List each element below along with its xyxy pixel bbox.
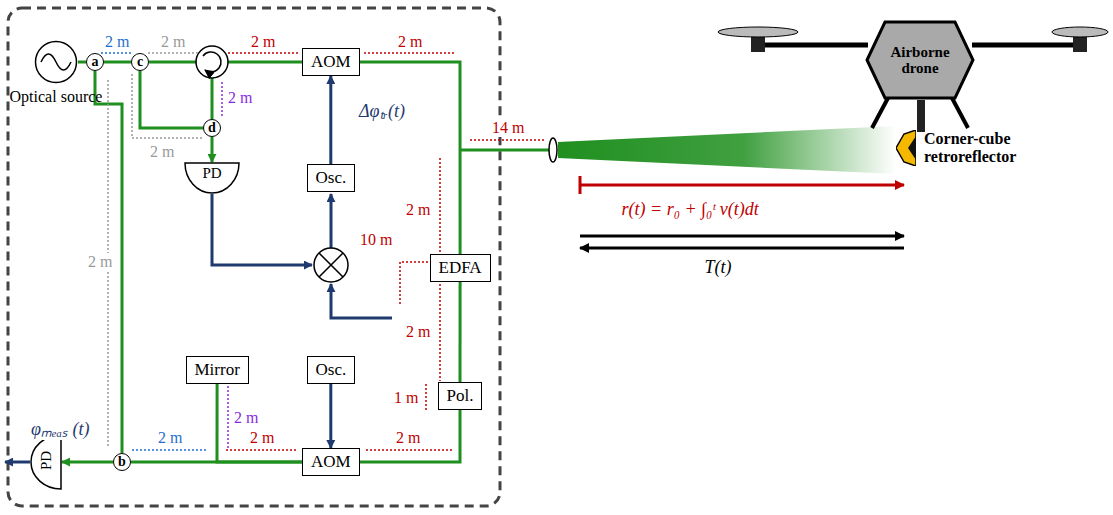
node-label: Airborne drone bbox=[879, 44, 961, 77]
fiber-line bbox=[78, 61, 86, 64]
node-outline bbox=[34, 40, 78, 84]
dimension-label: 2 m bbox=[404, 323, 432, 341]
dimension-label: 1 m bbox=[392, 389, 420, 407]
fiber-line bbox=[62, 461, 113, 464]
node-label: EDFA bbox=[439, 258, 482, 278]
dimension-label: 2 m bbox=[232, 409, 260, 427]
node-label: Osc. bbox=[316, 360, 347, 380]
photodiode: PD bbox=[184, 162, 240, 194]
signal-wire bbox=[329, 384, 332, 448]
node-label: b bbox=[118, 455, 126, 469]
mirror-box: Mirror bbox=[186, 356, 249, 384]
dimension-label: 2 m bbox=[396, 33, 424, 51]
dimension-label: 2 m bbox=[248, 429, 276, 447]
dimension-label: r(t) = r₀ + ∫₀ᵗ v(t)dt bbox=[620, 200, 761, 220]
photodiode: PD bbox=[30, 434, 62, 490]
aom-box: AOM bbox=[302, 48, 360, 76]
node-label: Mirror bbox=[195, 360, 240, 380]
edfa-box: EDFA bbox=[430, 254, 491, 282]
dimension-label: 2 m bbox=[156, 429, 184, 447]
fiber-line bbox=[360, 62, 460, 254]
dimension-label: 2 m bbox=[249, 33, 277, 51]
coupler-circle: c bbox=[131, 53, 149, 71]
aom-box: AOM bbox=[302, 448, 360, 476]
dimension-label: 2 m bbox=[404, 201, 432, 219]
node-label: Pol. bbox=[447, 386, 474, 406]
retroreflector: Corner-cube retroreflector bbox=[896, 130, 916, 166]
fiber-line bbox=[104, 61, 131, 64]
node-label: Osc. bbox=[316, 168, 347, 188]
coupler-circle: b bbox=[113, 453, 131, 471]
node-label: AOM bbox=[311, 52, 351, 72]
oscillator-box: Osc. bbox=[307, 164, 356, 192]
node-label: a bbox=[92, 55, 99, 69]
coupler-circle: a bbox=[86, 53, 104, 71]
node-label: PD bbox=[184, 162, 240, 182]
node-label: Optical source bbox=[9, 88, 103, 106]
fiber-line bbox=[217, 384, 302, 462]
dimension-label: 2 m bbox=[159, 33, 187, 51]
node-label: AOM bbox=[311, 452, 351, 472]
dimension-label: φₘₑₐₛ (t) bbox=[29, 420, 91, 440]
dimension-label: 2 m bbox=[148, 143, 176, 161]
dimension-label: T(t) bbox=[703, 258, 734, 278]
fiber-line bbox=[459, 282, 462, 382]
edge-label: Δφₜᵣ(t) bbox=[357, 102, 407, 122]
fiber-line bbox=[360, 410, 460, 462]
signal-wire bbox=[329, 76, 332, 164]
fiber-line bbox=[131, 461, 302, 464]
optical-source: Optical source bbox=[34, 40, 78, 84]
polarizer-box: Pol. bbox=[438, 382, 483, 410]
drone-body: Airborne drone bbox=[865, 20, 975, 100]
dimension-label: 2 m bbox=[226, 89, 254, 107]
node-label: d bbox=[208, 121, 216, 135]
dimension-label: 2 m bbox=[86, 253, 114, 271]
fiber-line bbox=[140, 71, 203, 128]
dimension-label: 10 m bbox=[358, 231, 394, 249]
dimension-label: 2 m bbox=[394, 429, 422, 447]
dimension-label: 14 m bbox=[490, 119, 526, 137]
coupler-circle: d bbox=[203, 119, 221, 137]
node-outline bbox=[896, 130, 916, 166]
node-label: PD bbox=[38, 446, 55, 476]
node-label: c bbox=[137, 55, 143, 69]
oscillator-box: Osc. bbox=[307, 356, 356, 384]
fiber-line bbox=[211, 137, 214, 162]
dimension-label: 2 m bbox=[103, 33, 131, 51]
node-label: Corner-cube retroreflector bbox=[924, 130, 1052, 167]
